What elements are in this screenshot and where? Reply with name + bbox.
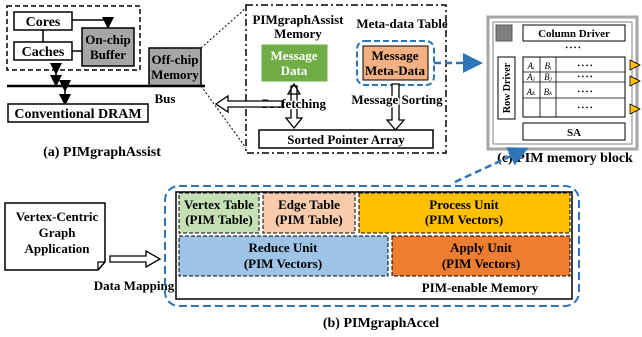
output-triangle-2 bbox=[629, 75, 641, 87]
application-label-1: Vertex-Centric bbox=[16, 209, 99, 224]
application-doc bbox=[4, 202, 106, 271]
cell-b-k: Bₖ bbox=[544, 87, 553, 97]
pim-graph-accel-panel: Vertex-Centric Graph Application Data Ma… bbox=[4, 185, 580, 331]
column-dots: • • • • bbox=[565, 44, 581, 52]
assist-caption: (a) PIMgraphAssist bbox=[43, 145, 161, 160]
cell-dots-1: • • • • bbox=[577, 62, 593, 70]
cell-a-i: Aᵢ bbox=[527, 61, 535, 71]
cell-b-i: Bᵢ bbox=[545, 61, 552, 71]
accel-to-block-arrow bbox=[454, 147, 529, 184]
prefetching-arrow bbox=[284, 82, 304, 130]
prefetch-return-arrow bbox=[214, 94, 283, 114]
data-mapping-label: Data Mapping bbox=[94, 278, 175, 293]
vertex-table-label-1: Vertex Table bbox=[184, 197, 254, 212]
cell-a-j: Aⱼ bbox=[526, 72, 535, 82]
processor-dashed-box bbox=[6, 5, 141, 71]
reduce-unit-label-1: Reduce Unit bbox=[249, 240, 319, 255]
cell-dots-4: • • • • bbox=[577, 104, 593, 112]
apply-unit-label-2: (PIM Vectors) bbox=[442, 256, 520, 271]
cores-to-buffer-arrow bbox=[72, 17, 114, 29]
row-driver-box bbox=[497, 56, 516, 120]
output-triangle-3 bbox=[629, 103, 641, 115]
reduce-unit-box bbox=[178, 235, 389, 277]
accel-dashed-outline bbox=[164, 185, 580, 307]
apply-unit-label-1: Apply Unit bbox=[450, 240, 512, 255]
process-unit-box bbox=[358, 192, 571, 234]
vertex-table-label-2: (PIM Table) bbox=[185, 212, 253, 227]
bus-label: Bus bbox=[155, 91, 176, 106]
sorted-pointer-array-box bbox=[258, 129, 434, 149]
message-data-label-2: Data bbox=[281, 63, 308, 78]
vertex-table-box bbox=[178, 192, 260, 234]
message-meta-data-box bbox=[362, 45, 429, 81]
process-unit-label-2: (PIM Vectors) bbox=[425, 212, 503, 227]
pim-block-caption: (c) PIM memory block bbox=[497, 151, 633, 166]
application-label-3: Application bbox=[24, 241, 90, 256]
pim-memory-block-panel: Column Driver • • • • Row Driver Aᵢ Bᵢ •… bbox=[486, 15, 641, 166]
offchip-memory-label-2: Memory bbox=[151, 67, 199, 82]
message-sorting-arrow bbox=[385, 83, 406, 132]
cell-dots-2: • • • • bbox=[577, 73, 593, 81]
edge-table-box bbox=[262, 192, 356, 234]
offchip-memory-label-1: Off-chip bbox=[152, 52, 199, 67]
cell-a-k: Aₖ bbox=[526, 87, 536, 97]
onchip-buffer-label-2: Buffer bbox=[90, 47, 126, 62]
onchip-buffer-label-1: On-chip bbox=[85, 32, 131, 47]
pim-enable-memory-label: PIM-enable Memory bbox=[422, 280, 539, 295]
message-data-box bbox=[261, 44, 328, 82]
column-driver-label: Column Driver bbox=[538, 28, 610, 40]
edge-table-label-1: Edge Table bbox=[278, 197, 340, 212]
output-triangle-1 bbox=[629, 59, 641, 71]
caches-label: Caches bbox=[22, 45, 65, 60]
message-data-label-1: Message bbox=[271, 48, 318, 63]
message-meta-data-label-2: Meta-Data bbox=[365, 63, 425, 78]
apply-unit-box bbox=[391, 235, 571, 277]
cores-label: Cores bbox=[26, 15, 61, 30]
application-doc-fold bbox=[97, 261, 105, 270]
meta-table-title: Meta-data Table bbox=[356, 16, 448, 31]
sorted-pointer-array-label: Sorted Pointer Array bbox=[287, 132, 405, 147]
memory-dashed-box bbox=[245, 4, 447, 154]
pim-graph-assist-memory-panel: PIMgraphAssist Memory Meta-data Table Me… bbox=[214, 4, 448, 154]
memory-title-2: Memory bbox=[274, 26, 322, 41]
corner-square bbox=[495, 24, 513, 42]
pim-graph-assist-panel: Cores Caches On-chip Buffer Off-chip Mem… bbox=[6, 5, 247, 160]
onchip-buffer-box bbox=[81, 27, 135, 67]
cell-dots-3: • • • • bbox=[577, 88, 593, 96]
edge-table-label-2: (PIM Table) bbox=[275, 212, 343, 227]
row-driver-label: Row Driver bbox=[502, 62, 513, 113]
memory-title-1: PIMgraphAssist bbox=[252, 12, 344, 27]
reduce-unit-label-2: (PIM Vectors) bbox=[244, 256, 322, 271]
column-driver-box bbox=[522, 24, 626, 42]
zoom-line-top bbox=[200, 7, 247, 49]
cell-b-j: Bⱼ bbox=[544, 72, 552, 82]
conventional-dram-box bbox=[7, 103, 149, 123]
conventional-dram-label: Conventional DRAM bbox=[14, 107, 141, 122]
cell-array-box bbox=[522, 56, 626, 118]
sa-box bbox=[522, 122, 626, 141]
process-unit-label-1: Process Unit bbox=[429, 197, 499, 212]
sa-label: SA bbox=[567, 127, 581, 139]
message-meta-data-label-1: Message bbox=[372, 48, 419, 63]
message-sorting-label: Message Sorting bbox=[351, 92, 443, 107]
zoom-line-bottom bbox=[200, 85, 247, 149]
application-label-2: Graph bbox=[39, 225, 77, 240]
data-mapping-arrow bbox=[109, 249, 162, 269]
accel-caption: (b) PIMgraphAccel bbox=[323, 316, 439, 331]
